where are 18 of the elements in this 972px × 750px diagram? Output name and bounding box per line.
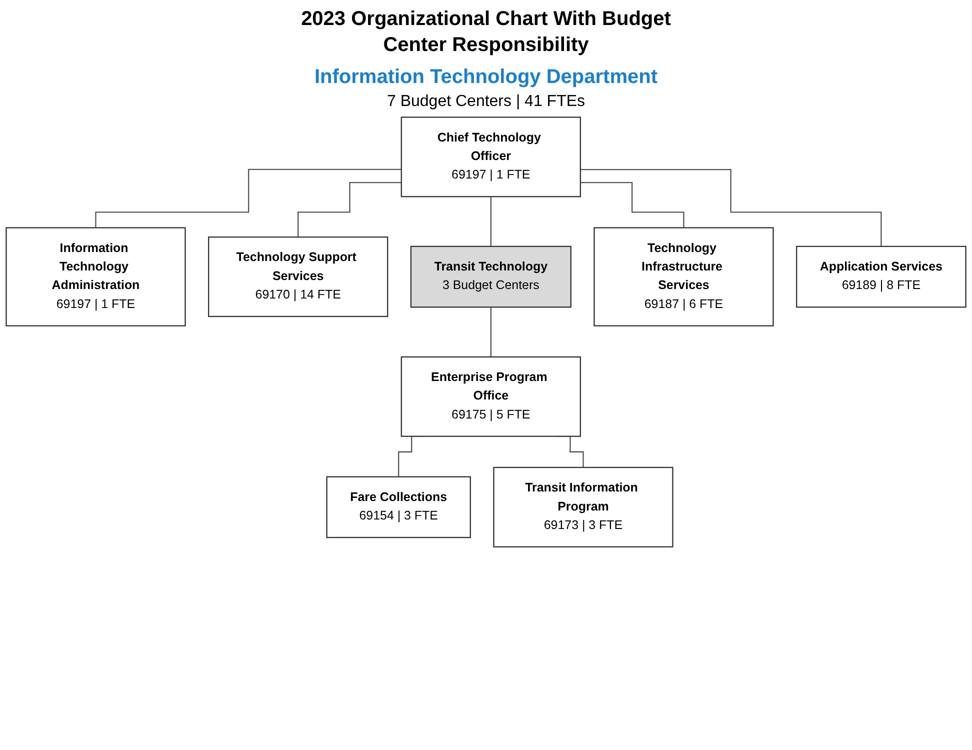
- chart-title: 2023 Organizational Chart With Budget Center Responsibility: [300, 7, 672, 58]
- connector: [298, 182, 402, 238]
- node-box: Fare Collections 69154 | 3 FTE: [326, 476, 471, 538]
- node-box: Chief Technology Officer 69197 | 1 FTE: [400, 116, 581, 198]
- node-box: Information Technology Administration 69197 | 1 FTE: [6, 227, 186, 326]
- node-box: Technology Infrastructure Services 69187 | 6 FTE: [594, 227, 774, 326]
- node-box: Transit Technology 3 Budget Centers: [410, 246, 572, 308]
- summary-text: 7 Budget Centers | 41 FTEs: [386, 93, 586, 111]
- connector: [580, 169, 882, 247]
- connector: [490, 306, 492, 358]
- connector: [95, 168, 402, 228]
- node-box: Enterprise Program Office 69175 | 5 FTE: [400, 356, 581, 437]
- connector: [580, 182, 684, 228]
- department-heading: Information Technology Department: [314, 66, 658, 89]
- node-box: Transit Information Program 69173 | 3 FTE: [493, 466, 674, 548]
- connector: [490, 196, 492, 247]
- node-box: Application Services 69189 | 8 FTE: [796, 246, 966, 308]
- node-box: Technology Support Services 69170 | 14 FTE: [208, 236, 388, 318]
